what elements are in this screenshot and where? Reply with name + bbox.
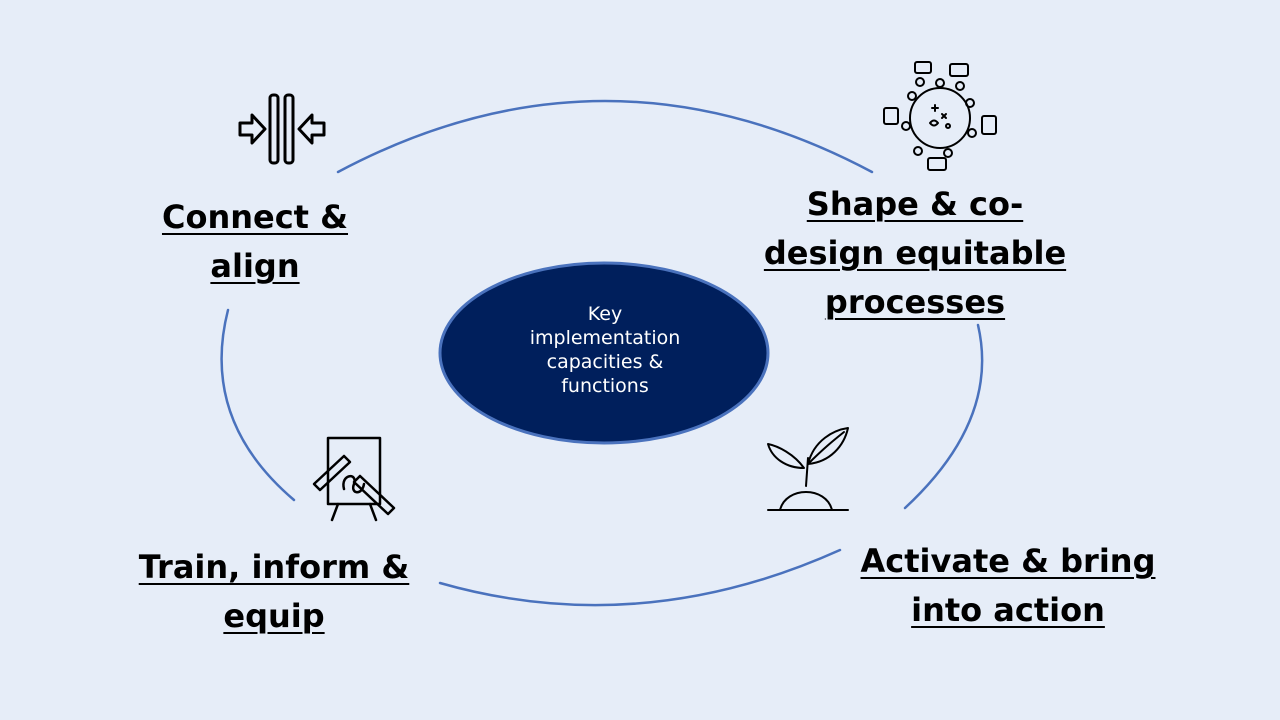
label-line: design equitable	[763, 234, 1067, 272]
label-line: processes	[824, 283, 1006, 321]
label-activate-action: Activate & bring into action	[830, 537, 1186, 635]
label-shape-codesign: Shape & co- design equitable processes	[730, 180, 1100, 327]
ring-arc-left	[220, 308, 296, 502]
label-line: Connect &	[161, 198, 349, 236]
label-line: into action	[911, 591, 1105, 629]
ring-arc-top	[336, 99, 874, 174]
label-line: Train, inform &	[138, 548, 410, 586]
center-ellipse	[438, 261, 770, 445]
label-line: align	[210, 247, 300, 285]
ring-arc-right	[903, 323, 984, 510]
sprouting-plant-icon	[767, 427, 849, 511]
label-line: Shape & co-	[806, 185, 1024, 223]
label-connect-align: Connect & align	[134, 193, 376, 291]
converge-arrows-icon	[238, 93, 326, 165]
center-text: Key implementation capacities & function…	[490, 302, 720, 398]
community-network-icon	[883, 61, 997, 171]
label-line: Activate & bring	[860, 542, 1156, 580]
label-train-inform-equip: Train, inform & equip	[116, 543, 432, 641]
center-line: capacities &	[546, 351, 664, 373]
center-line: implementation	[529, 327, 681, 349]
label-line: equip	[223, 597, 325, 635]
center-line: functions	[561, 375, 649, 397]
center-line: Key	[587, 303, 623, 325]
drawing-easel-icon	[312, 436, 396, 522]
ring-arc-bottom	[438, 548, 842, 607]
